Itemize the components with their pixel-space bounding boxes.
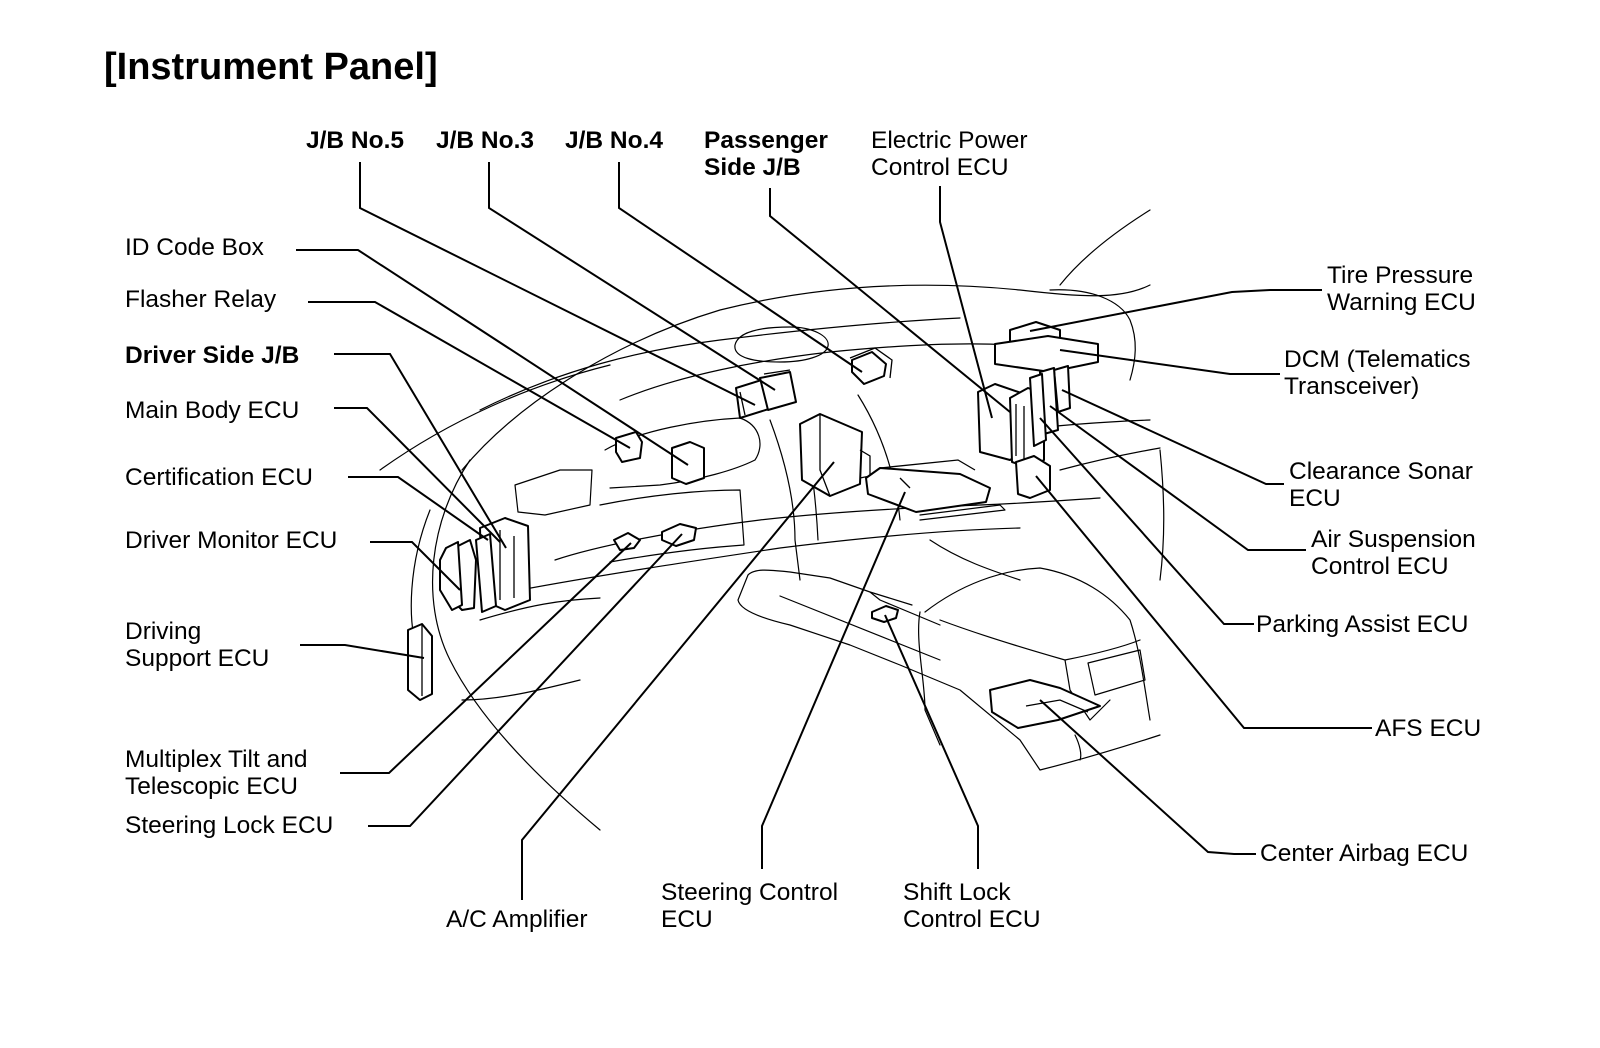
component-dcm-telematics-transceiver — [994, 335, 1099, 373]
label-steering-control-ecu: Steering Control ECU — [661, 879, 838, 933]
leader-dcm-telematics-transceiver — [1059, 349, 1280, 375]
leader-clearance-sonar-ecu — [1061, 389, 1284, 485]
leader-parking-assist-ecu — [1039, 417, 1254, 625]
label-jb-no5: J/B No.5 — [306, 127, 405, 154]
leader-jb-no5 — [359, 162, 756, 406]
label-clearance-sonar-ecu: Clearance Sonar ECU — [1289, 458, 1473, 512]
leader-ac-amplifier — [521, 461, 835, 900]
leader-driver-side-jb — [334, 353, 507, 549]
leader-flasher-relay — [308, 301, 631, 449]
label-line: Clearance Sonar — [1289, 458, 1473, 485]
label-id-code-box: ID Code Box — [125, 234, 264, 261]
label-line: Telescopic ECU — [125, 773, 298, 800]
component-id-code-box — [671, 441, 705, 485]
label-tire-pressure-warning-ecu: Tire Pressure Warning ECU — [1327, 262, 1476, 316]
label-electric-power-control-ecu: Electric Power Control ECU — [871, 127, 1028, 181]
diagram-title: [Instrument Panel] — [104, 46, 438, 88]
component-afs-ecu — [1015, 455, 1051, 499]
label-line: Control ECU — [903, 906, 1041, 933]
label-line: ECU — [1289, 485, 1341, 512]
label-line: Side J/B — [704, 154, 801, 181]
label-line: DCM (Telematics — [1284, 346, 1471, 373]
label-line: Control ECU — [1311, 553, 1449, 580]
label-flasher-relay: Flasher Relay — [125, 286, 277, 313]
leader-tire-pressure-warning-ecu — [1029, 289, 1322, 332]
label-line: Shift Lock — [903, 879, 1011, 906]
label-jb-no3: J/B No.3 — [436, 127, 535, 154]
label-multiplex-tilt-telescopic-ecu: Multiplex Tilt and Telescopic ECU — [125, 746, 307, 800]
label-air-suspension-control-ecu: Air Suspension Control ECU — [1311, 526, 1476, 580]
component-steering-control-ecu — [865, 459, 991, 513]
label-afs-ecu: AFS ECU — [1375, 715, 1482, 742]
label-driver-monitor-ecu: Driver Monitor ECU — [125, 527, 338, 554]
label-line: Support ECU — [125, 645, 270, 672]
label-passenger-side-jb: Passenger Side J/B — [704, 127, 828, 181]
leader-driver-monitor-ecu — [370, 541, 461, 591]
component-driver-monitor-ecu — [439, 541, 463, 611]
label-parking-assist-ecu: Parking Assist ECU — [1256, 611, 1469, 638]
leader-certification-ecu — [348, 476, 489, 541]
label-steering-lock-ecu: Steering Lock ECU — [125, 812, 334, 839]
label-line: Electric Power — [871, 127, 1028, 154]
label-center-airbag-ecu: Center Airbag ECU — [1260, 840, 1469, 867]
label-driving-support-ecu: Driving Support ECU — [125, 618, 269, 672]
leader-id-code-box — [296, 249, 689, 466]
label-main-body-ecu: Main Body ECU — [125, 397, 300, 424]
label-line: Passenger — [704, 127, 828, 154]
label-certification-ecu: Certification ECU — [125, 464, 313, 491]
label-shift-lock-control-ecu: Shift Lock Control ECU — [903, 879, 1041, 933]
label-driver-side-jb: Driver Side J/B — [125, 342, 300, 369]
label-line: Control ECU — [871, 154, 1009, 181]
label-line: Steering Control — [661, 879, 839, 906]
label-line: Transceiver) — [1284, 373, 1420, 400]
leader-steering-control-ecu — [761, 491, 906, 869]
component-certification-ecu — [475, 533, 497, 613]
leader-jb-no3 — [488, 162, 776, 391]
leader-lines — [296, 162, 1372, 900]
leader-center-airbag-ecu — [1039, 699, 1256, 855]
label-line: Driving — [125, 618, 202, 645]
component-parking-assist-ecu — [1029, 373, 1047, 447]
component-jb-no4 — [849, 347, 893, 385]
component-ac-amplifier — [799, 413, 871, 497]
component-multiplex-tilt-telescopic-ecu — [613, 532, 641, 551]
label-line: Air Suspension — [1311, 526, 1476, 553]
leader-steering-lock-ecu — [368, 533, 683, 827]
label-line: Tire Pressure — [1327, 262, 1474, 289]
leader-driving-support-ecu — [300, 644, 425, 659]
label-line: Multiplex Tilt and — [125, 746, 308, 773]
component-steering-lock-ecu — [661, 523, 697, 547]
label-ac-amplifier: A/C Amplifier — [446, 906, 588, 933]
leader-main-body-ecu — [334, 407, 501, 543]
leader-electric-power-control-ecu — [939, 186, 993, 419]
leader-jb-no4 — [618, 162, 863, 373]
leader-afs-ecu — [1035, 475, 1372, 729]
label-dcm-telematics-transceiver: DCM (Telematics Transceiver) — [1284, 346, 1471, 400]
label-jb-no4: J/B No.4 — [565, 127, 664, 154]
leader-shift-lock-control-ecu — [884, 614, 979, 869]
label-line: ECU — [661, 906, 713, 933]
label-line: Warning ECU — [1327, 289, 1476, 316]
component-jb-no3 — [759, 369, 797, 411]
component-shift-lock-control-ecu — [871, 605, 899, 623]
leader-multiplex-tilt-telescopic-ecu — [340, 542, 632, 774]
leader-passenger-side-jb — [769, 188, 1011, 413]
leader-air-suspension-control-ecu — [1049, 405, 1306, 551]
component-driving-support-ecu — [407, 623, 433, 701]
dashboard-outline — [379, 209, 1165, 831]
